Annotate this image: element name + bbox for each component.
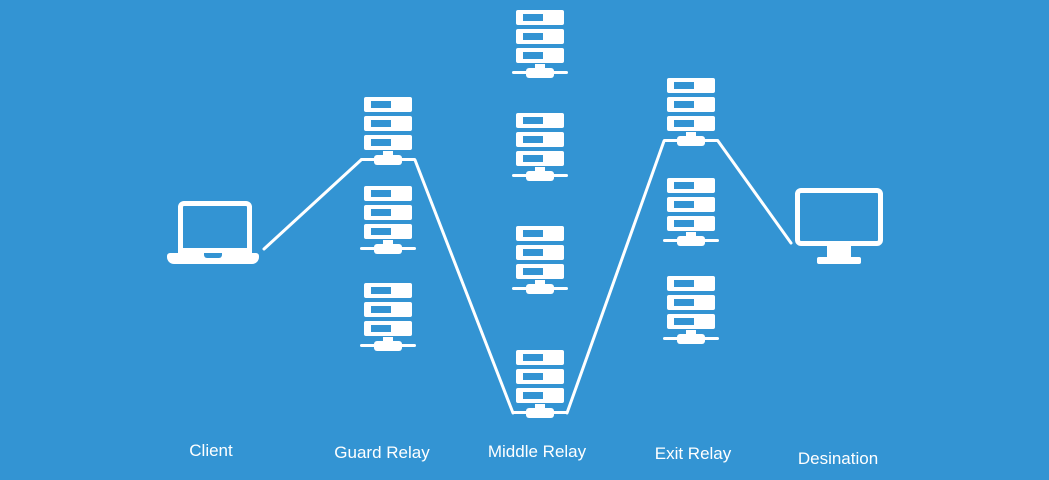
middle-relay-server-4	[512, 350, 568, 422]
server-network-stub	[535, 404, 545, 410]
server-slot-icon	[364, 283, 412, 298]
server-slot-icon	[364, 186, 412, 201]
middle-relay-server-1	[512, 10, 568, 82]
server-slot-icon	[364, 116, 412, 131]
server-slot-icon	[364, 205, 412, 220]
server-network-node-icon	[677, 136, 705, 146]
server-slot-icon	[516, 369, 564, 384]
server-network-node-icon	[374, 155, 402, 165]
server-network-node-icon	[374, 244, 402, 254]
server-network-stub	[686, 232, 696, 238]
label-guard-relay: Guard Relay	[334, 443, 430, 462]
server-slot-icon	[516, 151, 564, 166]
server-network-node-icon	[677, 334, 705, 344]
server-slot-icon	[516, 10, 564, 25]
server-network-node-icon	[526, 68, 554, 78]
guard-relay-server-2	[360, 186, 416, 258]
monitor-screen	[795, 188, 883, 246]
label-middle-relay: Middle Relay	[487, 442, 587, 461]
server-slot-icon	[516, 388, 564, 403]
server-slot-icon	[667, 178, 715, 193]
server-slot-icon	[667, 295, 715, 310]
connection-middle-relay-to-exit-relay	[565, 139, 666, 415]
laptop-notch	[204, 253, 222, 258]
label-destination: Desination	[797, 449, 879, 468]
exit-relay-server-3	[663, 276, 719, 348]
label-client: Client	[189, 441, 233, 460]
connection-client-to-guard-relay	[262, 158, 363, 251]
server-network-stub	[535, 64, 545, 70]
server-network-stub	[535, 167, 545, 173]
monitor-base	[817, 257, 861, 264]
exit-relay-server-2	[663, 178, 719, 250]
server-slot-icon	[516, 264, 564, 279]
server-slot-icon	[667, 197, 715, 212]
server-network-stub	[383, 337, 393, 343]
server-network-node-icon	[526, 171, 554, 181]
guard-relay-server-1	[360, 97, 416, 169]
monitor-neck	[827, 245, 851, 258]
server-network-node-icon	[526, 408, 554, 418]
server-slot-icon	[364, 135, 412, 150]
server-slot-icon	[516, 245, 564, 260]
server-slot-icon	[516, 350, 564, 365]
server-slot-icon	[364, 224, 412, 239]
server-network-stub	[686, 330, 696, 336]
middle-relay-server-2	[512, 113, 568, 185]
server-slot-icon	[364, 97, 412, 112]
label-exit-relay: Exit Relay	[654, 444, 732, 463]
server-network-stub	[383, 240, 393, 246]
connection-exit-relay-to-destination	[716, 139, 793, 245]
guard-relay-server-3	[360, 283, 416, 355]
server-slot-icon	[667, 314, 715, 329]
exit-relay-server-1	[663, 78, 719, 150]
monitor-icon	[795, 188, 883, 264]
server-slot-icon	[516, 132, 564, 147]
laptop-icon	[167, 201, 259, 264]
server-slot-icon	[364, 321, 412, 336]
middle-relay-server-3	[512, 226, 568, 298]
laptop-base	[167, 253, 259, 264]
laptop-screen	[178, 201, 252, 253]
server-slot-icon	[667, 97, 715, 112]
server-network-stub	[686, 132, 696, 138]
server-network-stub	[383, 151, 393, 157]
server-network-node-icon	[374, 341, 402, 351]
server-slot-icon	[667, 78, 715, 93]
server-slot-icon	[516, 48, 564, 63]
server-network-node-icon	[677, 236, 705, 246]
server-slot-icon	[516, 226, 564, 241]
server-network-node-icon	[526, 284, 554, 294]
server-slot-icon	[667, 276, 715, 291]
server-slot-icon	[667, 216, 715, 231]
server-slot-icon	[667, 116, 715, 131]
connection-guard-relay-to-middle-relay	[413, 158, 515, 415]
server-slot-icon	[364, 302, 412, 317]
server-slot-icon	[516, 113, 564, 128]
server-network-stub	[535, 280, 545, 286]
server-slot-icon	[516, 29, 564, 44]
